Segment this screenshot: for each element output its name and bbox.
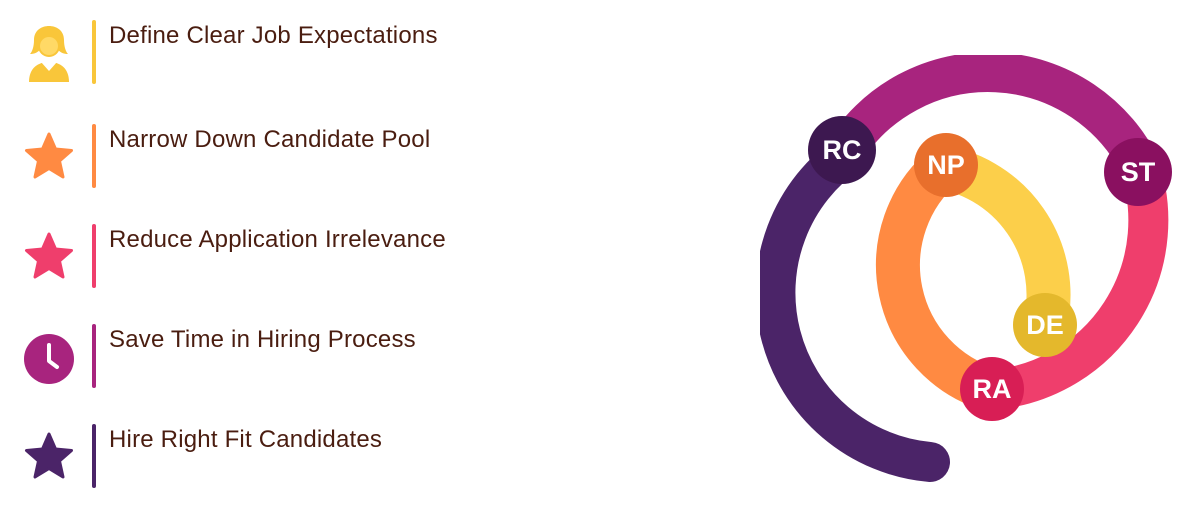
item-divider (92, 124, 96, 188)
user-icon (29, 26, 69, 82)
badge-np: NP (914, 133, 978, 197)
svg-text:RC: RC (823, 135, 862, 165)
outer-arc-magenta (824, 55, 1161, 179)
outer-arc-dark (760, 132, 950, 482)
badge-rc: RC (808, 116, 876, 184)
item-label: Hire Right Fit Candidates (109, 426, 383, 453)
item-label: Narrow Down Candidate Pool (109, 126, 431, 153)
badge-ra: RA (960, 357, 1024, 421)
item-divider (92, 224, 96, 288)
list-item: Save Time in Hiring Process (20, 324, 580, 390)
list-item: Define Clear Job Expectations (20, 20, 580, 86)
item-label: Reduce Application Irrelevance (109, 226, 446, 253)
item-label: Save Time in Hiring Process (109, 326, 416, 353)
badge-st: ST (1104, 138, 1172, 206)
list-item: Hire Right Fit Candidates (20, 424, 580, 490)
item-label: Define Clear Job Expectations (109, 22, 438, 49)
item-divider (92, 424, 96, 488)
svg-text:ST: ST (1121, 157, 1156, 187)
star-icon (25, 432, 73, 479)
star-icon (25, 232, 73, 279)
item-divider (92, 20, 96, 84)
outer-arc-pink (988, 155, 1169, 410)
svg-text:RA: RA (973, 374, 1012, 404)
star-icon (25, 132, 73, 179)
clock-icon (24, 334, 74, 384)
list-item: Narrow Down Candidate Pool (20, 124, 580, 190)
item-divider (92, 324, 96, 388)
svg-text:NP: NP (927, 150, 965, 180)
list-item: Reduce Application Irrelevance (20, 224, 580, 290)
svg-text:DE: DE (1026, 310, 1064, 340)
spiral-diagram: RC ST NP DE RA (760, 55, 1172, 482)
badge-de: DE (1013, 293, 1077, 357)
inner-arc-orange (875, 148, 999, 412)
